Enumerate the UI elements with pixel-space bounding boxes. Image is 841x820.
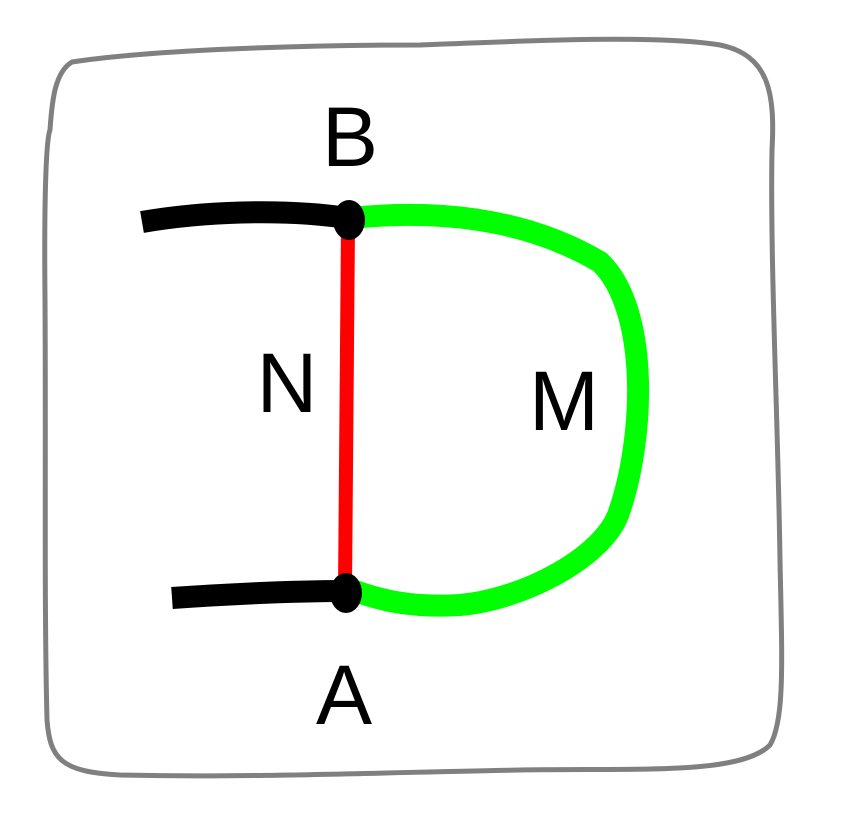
label-a: A: [316, 648, 372, 742]
label-n: N: [257, 336, 318, 430]
frame-border: [42, 36, 785, 779]
label-m: M: [529, 354, 599, 448]
path-m-wire: [339, 203, 650, 617]
lead-wire-bottom: [171, 580, 347, 609]
node-a-dot: [330, 573, 362, 613]
path-n-wire: [338, 223, 355, 591]
lead-wire-top: [140, 201, 350, 233]
node-b-dot: [333, 200, 365, 240]
label-b: B: [322, 90, 378, 184]
